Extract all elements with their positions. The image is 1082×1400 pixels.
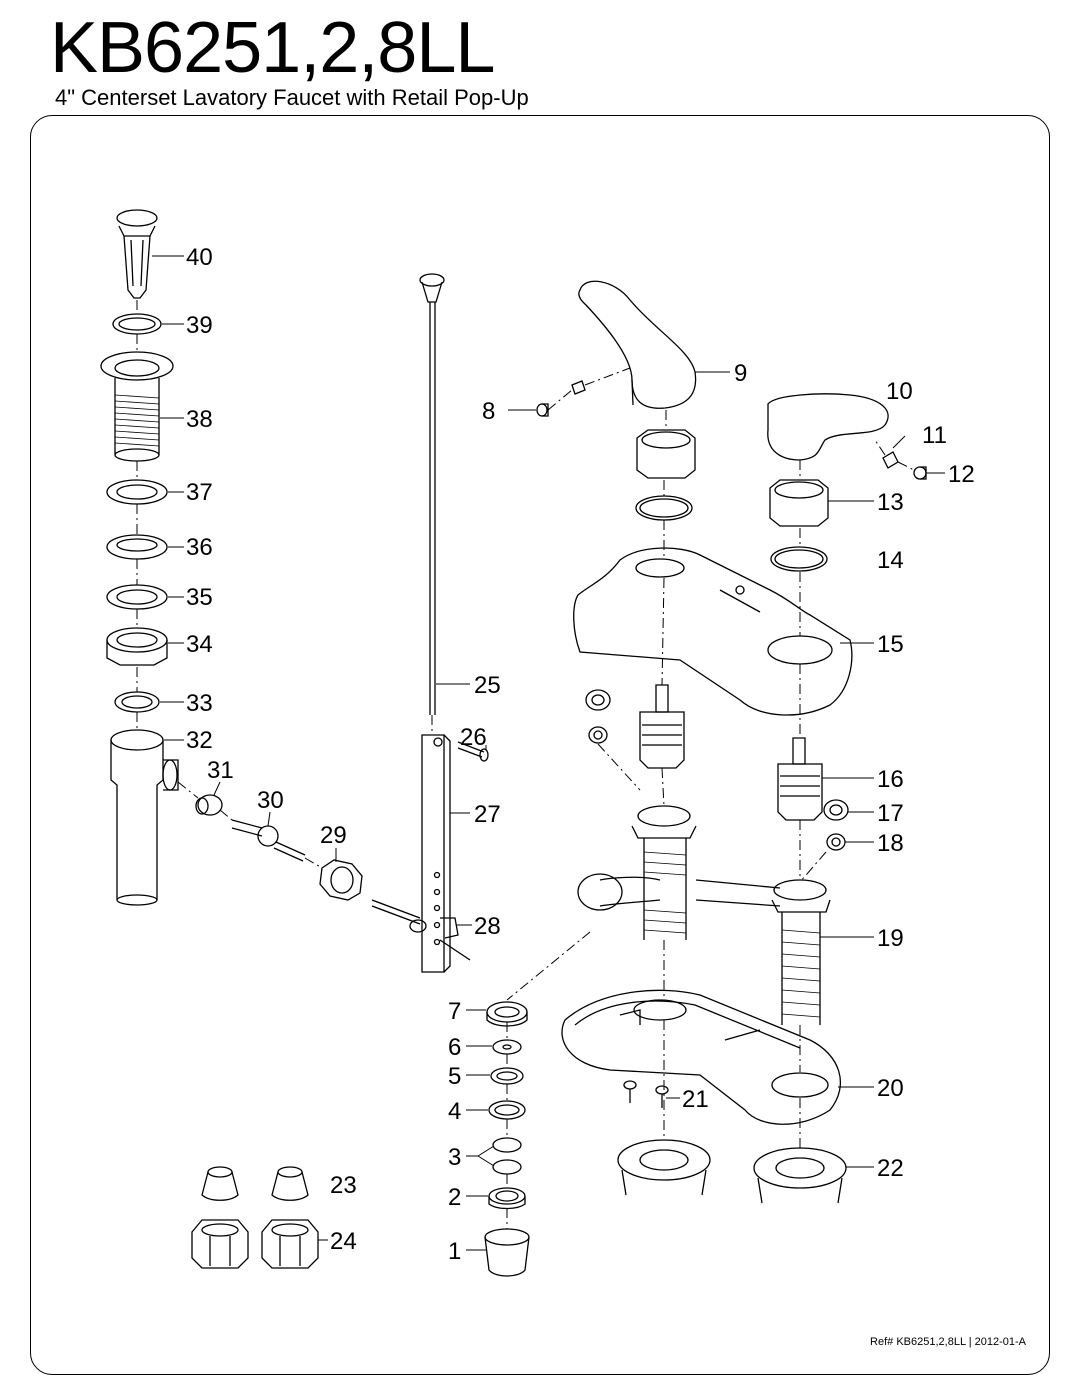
callout-14: 14	[877, 547, 904, 574]
part-22a-gasket	[617, 1139, 711, 1196]
part-4-washer	[488, 1100, 526, 1120]
part-14-o-ring	[770, 546, 828, 572]
callout-26: 26	[460, 724, 487, 751]
callout-34: 34	[186, 631, 213, 658]
part-37-gasket	[106, 479, 168, 505]
callout-11: 11	[922, 422, 947, 449]
part-28-spring-clip	[440, 917, 459, 939]
part-14a-o-ring	[635, 495, 693, 521]
part-19-waterway	[577, 805, 831, 1025]
part-13a-bonnet-nut	[636, 429, 696, 479]
callout-22: 22	[877, 1155, 904, 1182]
part-8-set-screw	[571, 380, 586, 395]
callout-33: 33	[186, 690, 213, 717]
part-23-ferrule-left	[201, 1166, 239, 1201]
reference-number: Ref# KB6251,2,8LL | 2012-01-A	[870, 1336, 1026, 1348]
callout-29: 29	[320, 822, 347, 849]
part-17-seat	[823, 799, 849, 821]
part-11-set-screw	[882, 451, 899, 469]
part-17a-seat	[585, 689, 611, 711]
part-19-threads	[643, 851, 821, 1018]
callout-numbers: 40 39 38 37 36 35 34 33 32 31 30 29 25 2…	[186, 244, 975, 1265]
part-16-cartridge	[777, 737, 823, 821]
part-3-screens	[492, 1137, 522, 1175]
part-13-bonnet-nut	[769, 479, 829, 527]
callout-28: 28	[474, 913, 501, 940]
part-40-stopper	[116, 209, 158, 299]
callout-38: 38	[186, 406, 213, 433]
part-29-pivot-nut	[319, 859, 363, 901]
callout-4: 4	[448, 1098, 461, 1125]
callout-18: 18	[877, 830, 904, 857]
diagram-frame	[30, 115, 1050, 1375]
part-30-pivot-ball	[231, 819, 306, 862]
part-24-nut-right	[261, 1219, 319, 1269]
part-12-cap	[913, 466, 927, 480]
callout-2: 2	[448, 1184, 461, 1211]
callout-35: 35	[186, 584, 213, 611]
callout-25: 25	[474, 672, 501, 699]
callout-15: 15	[877, 631, 904, 658]
callout-9: 9	[734, 360, 747, 387]
part-2-insert	[488, 1187, 526, 1210]
model-subtitle: 4" Centerset Lavatory Faucet with Retail…	[55, 85, 529, 110]
part-20-base-plate	[561, 989, 841, 1125]
part-27-clevis-strap	[421, 734, 451, 973]
callout-30: 30	[257, 787, 284, 814]
callout-8: 8	[482, 398, 495, 425]
part-9-handle	[578, 280, 697, 409]
part-35-washer	[106, 584, 168, 610]
callout-27: 27	[474, 801, 501, 828]
part-25-lift-rod	[419, 273, 445, 715]
part-5-flow-restrictor	[490, 1067, 524, 1085]
callout-17: 17	[877, 800, 904, 827]
callout-6: 6	[448, 1034, 461, 1061]
popup-alignment-lines	[136, 300, 433, 869]
part-39-washer	[112, 313, 162, 335]
leader-lines	[152, 255, 945, 1251]
part-8-set-screw-cap	[536, 403, 549, 417]
callout-37: 37	[186, 479, 213, 506]
faucet-alignment-lines	[506, 367, 915, 1229]
pivot-rod	[371, 899, 471, 961]
part-31-washer	[195, 794, 223, 816]
callout-36: 36	[186, 534, 213, 561]
part-32-drain-body	[110, 729, 179, 906]
part-21-screws	[623, 1080, 669, 1108]
callout-16: 16	[877, 766, 904, 793]
callout-40: 40	[186, 244, 213, 271]
callout-7: 7	[448, 998, 461, 1025]
model-title: KB6251,2,8LL	[50, 8, 495, 88]
part-16a-cartridge	[639, 684, 685, 769]
part-10-handle	[767, 393, 889, 461]
callout-3: 3	[448, 1144, 461, 1171]
part-18-spring	[826, 833, 846, 851]
callout-19: 19	[877, 925, 904, 952]
callout-13: 13	[877, 489, 904, 516]
part-15-faucet-body	[573, 547, 853, 716]
callout-24: 24	[330, 1228, 357, 1255]
part-23-ferrule-right	[271, 1166, 309, 1201]
callout-23: 23	[330, 1172, 357, 1199]
part-34-nut	[106, 627, 168, 666]
callout-21: 21	[682, 1086, 709, 1113]
part-26-clevis-screw	[457, 741, 489, 762]
part-38-threads	[114, 394, 160, 447]
callout-31: 31	[207, 757, 234, 784]
part-33-washer	[114, 691, 160, 713]
part-36-gasket	[106, 534, 168, 560]
callout-32: 32	[186, 727, 213, 754]
part-1-aerator-housing	[484, 1228, 530, 1277]
callout-1: 1	[448, 1238, 461, 1265]
part-6-washer	[492, 1039, 522, 1055]
callout-20: 20	[877, 1075, 904, 1102]
callout-5: 5	[448, 1063, 461, 1090]
part-18a-spring	[588, 726, 608, 744]
callout-10: 10	[886, 378, 913, 405]
part-22-gasket	[753, 1147, 847, 1204]
callout-12: 12	[948, 461, 975, 488]
callout-39: 39	[186, 312, 213, 339]
part-24-nut-left	[191, 1219, 249, 1269]
